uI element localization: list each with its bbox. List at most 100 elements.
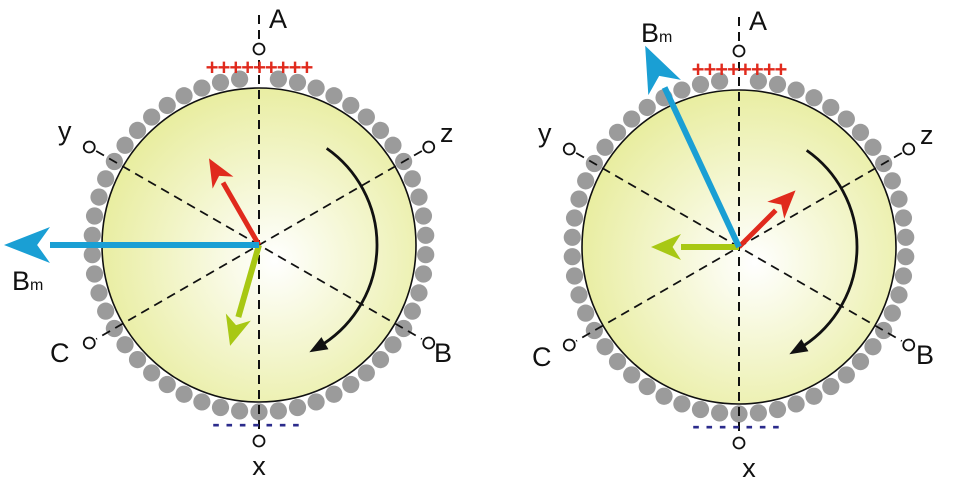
positive-charge-row: +++++++++ [206,55,313,80]
terminal-circle [252,42,266,56]
field-vector-head [4,227,50,263]
winding-dot [269,402,287,420]
terminal-circle [562,338,576,352]
terminal-circle [82,140,96,154]
winding-dot [417,226,435,244]
winding-dot [691,75,710,94]
winding-dot [768,400,787,419]
winding-dot [894,267,913,285]
red-vector-head [209,158,234,189]
winding-dot [410,188,428,206]
terminal-circle [902,338,916,352]
winding-dot [787,81,805,99]
positive-charge-row: ++++++++ [692,57,787,82]
terminal-label-b: B [916,340,934,370]
terminal-label-c: C [532,342,552,372]
winding-dot [269,70,287,88]
winding-dot [403,170,421,188]
winding-dot [565,209,584,227]
winding-dot [577,304,595,322]
winding-dot [371,121,390,139]
terminal-label-a: A [269,4,287,34]
winding-dot [307,393,325,411]
winding-dot [890,286,908,304]
winding-dot [116,336,134,354]
winding-dot [570,190,588,208]
terminals [562,44,916,450]
winding-dot [325,385,343,403]
winding-dot [90,188,108,206]
terminal-circle [732,436,746,450]
winding-dot [231,402,249,420]
winding-dot [691,400,710,419]
winding-dot [883,172,901,190]
winding-dot [357,108,375,126]
winding-dot [211,398,230,417]
winding-dot [325,87,343,105]
diagram-right: ++++++++ ------- A y z C B x Bm [532,6,934,483]
winding-dot [97,170,115,188]
rotation-arrow-head [309,337,329,353]
terminal-circle [902,142,916,156]
winding-dot [410,284,428,302]
winding-dot [608,353,627,371]
winding-dot [851,353,870,371]
rotation-arrow [797,149,859,351]
stator-winding-dots [83,70,435,421]
winding-dot [805,387,823,405]
winding-dot [128,121,147,139]
winding-dot [288,398,307,417]
winding-dot [231,70,249,88]
winding-dot [288,73,307,92]
terminal-label-y: y [538,118,552,148]
winding-dot [565,267,584,285]
winding-dot [97,302,115,320]
winding-dot [128,351,147,369]
field-label: Bm [641,18,672,48]
winding-dot [307,79,325,97]
winding-dot [342,375,360,394]
winding-dot [570,286,588,304]
negative-charge-row: ------- [692,413,785,438]
winding-dot [85,265,104,283]
red-vector-shaft [220,181,262,247]
terminal-label-z: z [920,120,934,150]
terminal-label-y: y [58,116,72,146]
winding-dot [608,123,627,141]
terminal-label-c: C [50,338,70,368]
winding-dot [638,377,656,396]
winding-dot [357,364,375,382]
winding-dot [875,321,893,340]
winding-dot [596,138,614,156]
winding-dot [414,265,433,283]
winding-dot [105,319,123,338]
terminal-circle [732,44,746,58]
winding-dot [711,404,729,422]
winding-dot [83,226,101,244]
terminal-label-z: z [440,118,454,148]
winding-dot [837,366,855,384]
winding-dot [175,385,193,403]
winding-dot [403,302,421,320]
winding-dot [384,136,402,154]
winding-dot [768,75,787,94]
field-vector-head [645,45,681,96]
winding-dot [749,404,767,422]
green-vector-head [651,234,681,260]
winding-dot [673,81,691,99]
terminal-circle [422,336,436,350]
winding-dot [883,304,901,322]
terminal-circle [82,336,96,350]
winding-dot [787,395,805,413]
rotation-arrow [317,147,379,349]
winding-dot [577,172,595,190]
winding-dot [897,228,915,246]
vectors [645,45,796,260]
winding-dot [749,72,767,90]
winding-dot [116,136,134,154]
terminal-label-a: A [749,6,767,36]
winding-dot [143,108,161,126]
winding-dot [890,190,908,208]
green-vector-shaft [235,244,262,318]
